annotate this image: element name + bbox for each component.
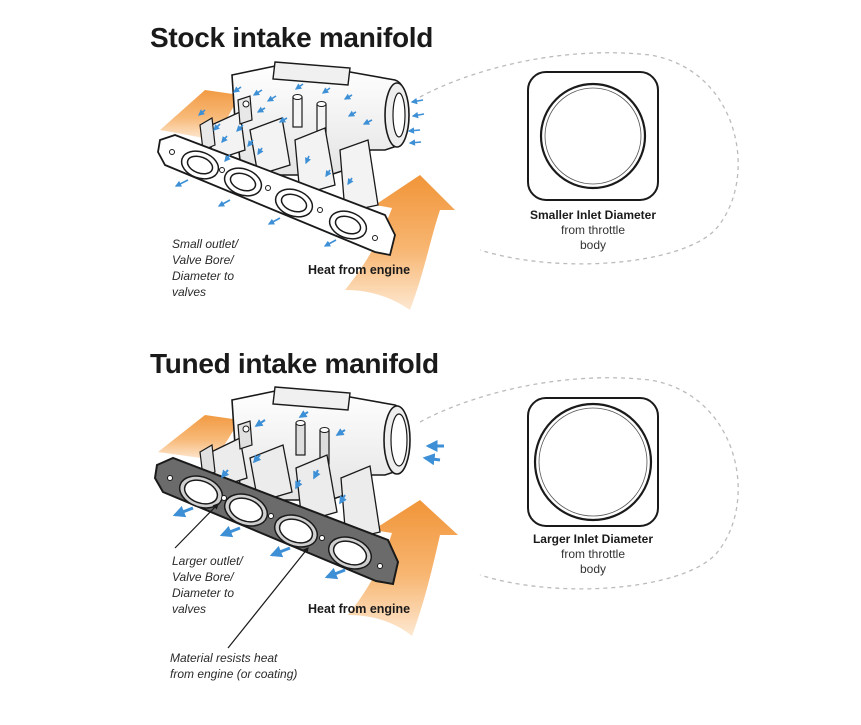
throttle-mount-block [272, 386, 351, 411]
tuned-outlet-note: Larger outlet/ Valve Bore/ Diameter to v… [172, 554, 243, 616]
tuned-dashed-callout [419, 377, 739, 590]
stock-title: Stock intake manifold [150, 22, 434, 53]
stock-manifold [157, 61, 455, 310]
stock-inlet-caption: Smaller Inlet Diameter from throttle bod… [529, 208, 657, 252]
outlet-pointer-line [174, 503, 219, 549]
tuned-title: Tuned intake manifold [150, 348, 439, 379]
heat-arrow-right-icon [345, 175, 455, 310]
stock-heat-label: Heat from engine [308, 263, 411, 277]
tuned-heat-label: Heat from engine [308, 602, 411, 616]
throttle-mount-block [272, 61, 351, 86]
tuned-outlet-ports [178, 475, 373, 570]
runner [294, 127, 336, 196]
runner [249, 117, 291, 176]
stock-inlet-circle-icon [527, 71, 659, 201]
vacuum-port [292, 96, 303, 128]
stock-airflow-arrows-icon [174, 83, 425, 247]
stock-outlet-ports [180, 150, 368, 240]
stock-outlet-note: Small outlet/ Valve Bore/ Diameter to va… [172, 237, 239, 299]
stock-dashed-callout [419, 52, 739, 265]
runner [340, 465, 381, 541]
tuned-inlet-circle-icon [527, 397, 659, 527]
material-note: Material resists heat from engine (or co… [170, 651, 298, 681]
tuned-manifold [153, 386, 458, 649]
heat-arrow-right-icon [348, 500, 458, 636]
material-pointer-line [227, 547, 309, 649]
tuned-inlet-caption: Larger Inlet Diameter from throttle body [532, 532, 654, 576]
tuned-airflow-arrows-icon [172, 410, 444, 580]
runner [295, 454, 338, 523]
vacuum-port [295, 422, 306, 456]
runner [339, 139, 379, 213]
